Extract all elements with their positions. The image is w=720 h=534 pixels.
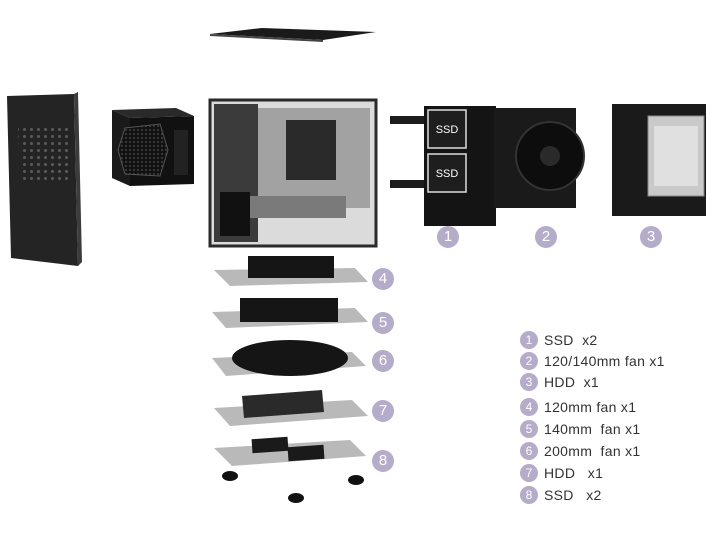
chassis — [210, 100, 376, 246]
legend-item-1: 1 SSD x2 — [520, 330, 597, 350]
top-panel — [210, 28, 376, 42]
tray-hdd — [214, 390, 368, 426]
legend-number: 7 — [520, 464, 538, 482]
legend-text: HDD x1 — [544, 465, 603, 481]
badge-7: 7 — [372, 400, 394, 422]
tray-ssd — [214, 437, 366, 466]
legend-item-3: 3 HDD x1 — [520, 372, 599, 392]
legend-text: 140mm fan x1 — [544, 421, 641, 437]
legend-number: 2 — [520, 352, 538, 370]
badge-3: 3 — [640, 226, 662, 248]
legend-text: 120mm fan x1 — [544, 399, 636, 415]
legend-text: 120/140mm fan x1 — [544, 353, 665, 369]
legend-number: 8 — [520, 486, 538, 504]
legend-item-4: 4 120mm fan x1 — [520, 397, 636, 417]
legend-item-7: 7 HDD x1 — [520, 463, 603, 483]
legend-item-2: 2 120/140mm fan x1 — [520, 351, 665, 371]
tray-120mm-fan — [214, 256, 368, 286]
hdd-bracket — [612, 104, 706, 216]
badge-2: 2 — [535, 226, 557, 248]
legend-number: 3 — [520, 373, 538, 391]
badge-1: 1 — [437, 226, 459, 248]
tray-140mm-fan — [212, 298, 368, 328]
badge-5: 5 — [372, 312, 394, 334]
ssd-label-1: SSD — [436, 124, 459, 136]
side-panel — [7, 92, 82, 266]
legend-number: 6 — [520, 442, 538, 460]
legend-number: 5 — [520, 420, 538, 438]
legend-number: 4 — [520, 398, 538, 416]
legend-text: SSD x2 — [544, 332, 597, 348]
power-supply — [112, 108, 194, 186]
legend-text: SSD x2 — [544, 487, 602, 503]
badge-8: 8 — [372, 450, 394, 472]
ssd-label-2: SSD — [436, 168, 459, 180]
badge-4: 4 — [372, 268, 394, 290]
legend-text: 200mm fan x1 — [544, 443, 641, 459]
legend-item-5: 5 140mm fan x1 — [520, 419, 641, 439]
legend-item-6: 6 200mm fan x1 — [520, 441, 641, 461]
rear-fan-bracket — [494, 108, 584, 208]
legend-text: HDD x1 — [544, 374, 599, 390]
legend-number: 1 — [520, 331, 538, 349]
legend-item-8: 8 SSD x2 — [520, 485, 602, 505]
case-feet — [222, 471, 364, 503]
badge-6: 6 — [372, 350, 394, 372]
tray-200mm-fan — [212, 340, 366, 376]
